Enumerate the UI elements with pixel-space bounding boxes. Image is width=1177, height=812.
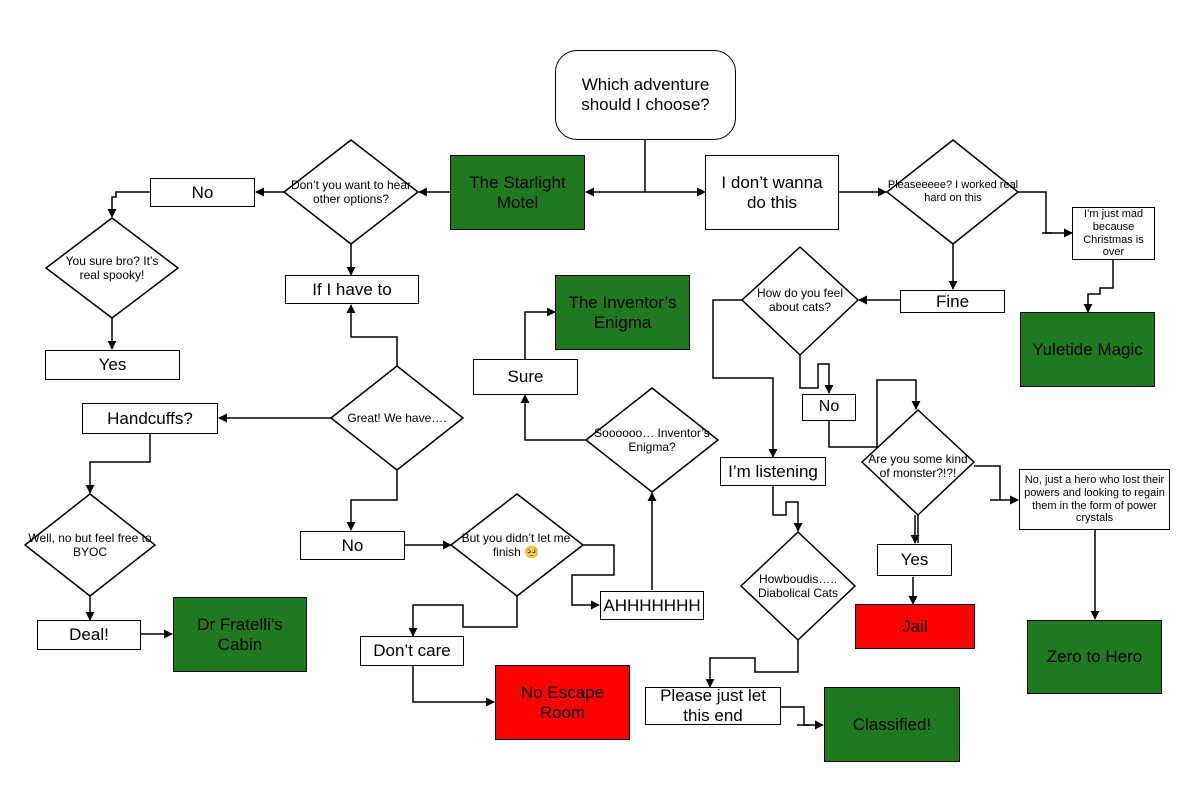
answer-no-1: No — [150, 178, 255, 207]
answer-listening: I’m listening — [720, 457, 826, 486]
outcome-zero-to-hero: Zero to Hero — [1027, 620, 1162, 694]
answer-hero: No, just a hero who lost their powers an… — [1019, 469, 1170, 530]
outcome-jail-label: Jail — [902, 616, 928, 636]
outcome-starlight-motel: The Starlight Motel — [450, 155, 585, 230]
answer-if-i-have-to: If I have to — [285, 275, 419, 304]
answer-yes-1-label: Yes — [98, 355, 127, 375]
question-but-you-didnt: But you didn’t let me finish 🥺 — [461, 530, 571, 559]
answer-please-end-label: Please just let this end — [660, 686, 766, 725]
question-well-no: Well, no but feel free to BYOC — [28, 530, 152, 559]
answer-no-1-label: No — [191, 182, 214, 202]
answer-yes-2: Yes — [877, 544, 952, 576]
answer-dont-care-label: Don’t care — [373, 641, 451, 661]
question-soooo: Soooooo… Inventor’s Enigma? — [594, 425, 710, 454]
answer-just-mad-label: I’m just mad because Christmas is over — [1083, 208, 1144, 259]
answer-no-2-label: No — [341, 535, 364, 555]
option-dont-wanna-label: I don’t wanna do this — [721, 172, 823, 212]
outcome-yuletide-magic-label: Yuletide Magic — [1032, 339, 1143, 359]
answer-deal-label: Deal! — [69, 625, 109, 645]
answer-listening-label: I’m listening — [728, 461, 818, 481]
answer-no-3: No — [802, 394, 856, 421]
outcome-inventors-enigma-label: The Inventor’s Enigma — [568, 292, 677, 332]
diamond-soooo — [584, 387, 720, 493]
question-pleaseeee: Pleaseeeee? I worked real hard on this — [887, 178, 1019, 204]
outcome-dr-fratelli: Dr Fratelli’s Cabin — [173, 597, 307, 672]
outcome-no-escape-room: No Escape Room — [495, 665, 630, 740]
outcome-no-escape-room-label: No Escape Room — [520, 682, 605, 722]
answer-deal: Deal! — [37, 620, 141, 650]
outcome-zero-to-hero-label: Zero to Hero — [1046, 647, 1143, 667]
outcome-starlight-motel-label: The Starlight Motel — [469, 172, 566, 212]
answer-ahhh: AHHHHHHH — [600, 591, 704, 620]
answer-no-3-label: No — [818, 398, 840, 416]
answer-yes-2-label: Yes — [900, 550, 929, 570]
answer-fine-label: Fine — [935, 291, 970, 311]
outcome-inventors-enigma: The Inventor’s Enigma — [555, 275, 690, 350]
start-node-label: Which adventure should I choose? — [581, 75, 710, 114]
question-cats: How do you feel about cats? — [756, 285, 844, 314]
question-great: Great! We have…. — [347, 410, 447, 425]
option-dont-wanna: I don’t wanna do this — [705, 155, 839, 230]
outcome-jail: Jail — [855, 604, 975, 649]
answer-just-mad: I’m just mad because Christmas is over — [1072, 207, 1155, 260]
answer-sure-label: Sure — [507, 367, 544, 387]
answer-if-i-have-to-label: If I have to — [312, 279, 392, 299]
outcome-dr-fratelli-label: Dr Fratelli’s Cabin — [197, 614, 283, 654]
outcome-classified-label: Classified! — [852, 714, 932, 734]
answer-hero-label: No, just a hero who lost their powers an… — [1024, 474, 1165, 525]
question-monster: Are you some kind of monster?!?! — [868, 451, 968, 480]
answer-sure: Sure — [473, 359, 578, 395]
answer-fine: Fine — [900, 290, 1005, 313]
answer-please-end: Please just let this end — [645, 686, 781, 725]
answer-ahhh-label: AHHHHHHH — [603, 595, 701, 615]
answer-handcuffs: Handcuffs? — [82, 403, 218, 434]
start-node: Which adventure should I choose? — [555, 50, 736, 140]
question-howboudis: Howboudis….. Diabolical Cats — [757, 571, 839, 600]
outcome-yuletide-magic: Yuletide Magic — [1020, 312, 1155, 387]
answer-yes-1: Yes — [45, 350, 180, 380]
question-you-sure: You sure bro? It’s real spooky! — [65, 253, 159, 282]
answer-handcuffs-label: Handcuffs? — [107, 408, 193, 428]
answer-no-2: No — [300, 531, 405, 560]
answer-dont-care: Don’t care — [360, 636, 464, 666]
question-dont-you-want: Don’t you want to hear other options? — [290, 177, 412, 206]
outcome-classified: Classified! — [824, 687, 960, 762]
